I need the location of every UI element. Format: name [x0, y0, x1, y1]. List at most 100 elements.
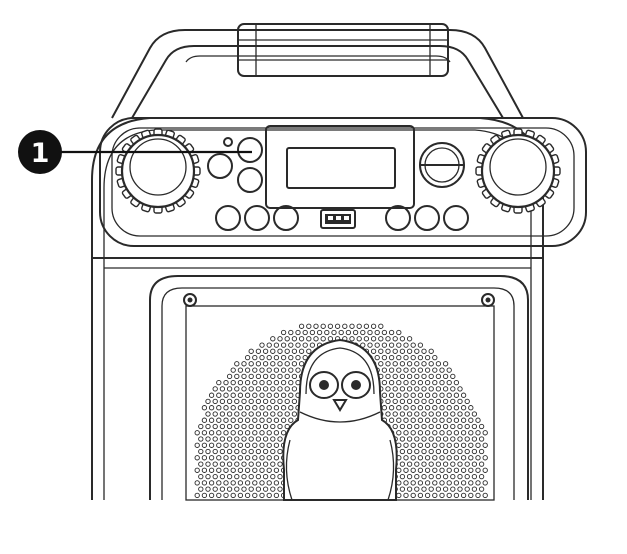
- grille-dot: [255, 361, 262, 367]
- grille-dot: [226, 411, 233, 417]
- grille-dot: [288, 367, 294, 373]
- grille-dot: [421, 436, 427, 442]
- grille-dot: [460, 442, 467, 448]
- grille-dot: [453, 467, 460, 473]
- grille-dot: [453, 442, 460, 448]
- grille-dot: [450, 473, 456, 480]
- grille-dot: [432, 392, 438, 398]
- grille-dot: [277, 423, 283, 430]
- grille-dot: [252, 405, 258, 411]
- grille-dot: [381, 392, 388, 398]
- grille-dot: [237, 467, 244, 473]
- grille-dot: [208, 480, 215, 486]
- grille-dot: [349, 323, 355, 329]
- grille-dot: [471, 411, 478, 417]
- grille-dot: [212, 398, 218, 405]
- grille-dot: [460, 467, 467, 473]
- grille-dot: [288, 329, 294, 336]
- grille-dot: [219, 461, 226, 467]
- grille-dot: [403, 417, 409, 423]
- left-volume-knob: [115, 128, 201, 214]
- grille-dot: [223, 492, 229, 499]
- grille-dot: [334, 323, 341, 329]
- grille-dot: [464, 411, 470, 417]
- grille-dot: [388, 342, 395, 348]
- grille-dot: [385, 361, 391, 367]
- grille-dot: [320, 336, 326, 342]
- grille-dot: [298, 323, 305, 329]
- grille-dot: [453, 430, 460, 436]
- grille-dot: [385, 348, 391, 354]
- grille-dot: [277, 398, 283, 405]
- grille-dot: [248, 348, 254, 354]
- grille-dot: [273, 379, 280, 386]
- grille-dot: [414, 398, 420, 405]
- grille-dot: [396, 492, 402, 499]
- grille-dot: [266, 417, 272, 423]
- grille-dot: [367, 342, 373, 348]
- grille-dot: [273, 492, 280, 499]
- grille-dot: [194, 442, 200, 448]
- grille-dot: [428, 348, 434, 354]
- grille-dot: [252, 455, 258, 461]
- grille-dot: [453, 480, 460, 486]
- grille-dot: [403, 480, 409, 486]
- grille-dot: [435, 486, 442, 492]
- grille-dot: [248, 461, 254, 467]
- grille-dot: [280, 379, 287, 386]
- grille-dot: [248, 486, 254, 492]
- grille-dot: [442, 473, 449, 480]
- grille-dot: [424, 354, 431, 361]
- grille-dot: [205, 423, 211, 430]
- grille-dot: [432, 442, 438, 448]
- grille-dot: [468, 417, 474, 423]
- grille-dot: [237, 455, 244, 461]
- grille-dot: [450, 398, 456, 405]
- grille-dot: [252, 417, 258, 423]
- grille-dot: [277, 373, 283, 380]
- grille-dot: [417, 480, 424, 486]
- grille-dot: [201, 417, 208, 423]
- grille-dot: [363, 323, 370, 329]
- grille-dot: [252, 480, 258, 486]
- grille-dot: [306, 336, 312, 342]
- grille-dot: [424, 455, 431, 461]
- grille-dot: [450, 436, 456, 442]
- grille-dot: [266, 455, 272, 461]
- grille-dot: [478, 448, 485, 455]
- grille-dot: [442, 461, 449, 467]
- grille-dot: [468, 480, 474, 486]
- grille-dot: [417, 417, 424, 423]
- grille-dot: [234, 423, 240, 430]
- grille-dot: [252, 467, 258, 473]
- grille-dot: [406, 461, 413, 467]
- grille-dot: [439, 442, 445, 448]
- grille-dot: [205, 473, 211, 480]
- grille-dot: [273, 392, 280, 398]
- grille-dot: [406, 361, 413, 367]
- grille-dot: [201, 492, 208, 499]
- grille-dot: [396, 442, 402, 448]
- grille-dot: [392, 373, 398, 380]
- grille-dot: [396, 417, 402, 423]
- grille-dot: [385, 411, 391, 417]
- grille-dot: [248, 373, 254, 380]
- grille-dot: [471, 448, 478, 455]
- grille-dot: [478, 473, 485, 480]
- grille-dot: [457, 398, 463, 405]
- grille-dot: [226, 448, 233, 455]
- grille-dot: [212, 436, 218, 442]
- grille-dot: [205, 461, 211, 467]
- grille-dot: [288, 379, 294, 386]
- grille-dot: [241, 386, 247, 392]
- grille-dot: [442, 398, 449, 405]
- grille-dot: [216, 442, 222, 448]
- grille-dot: [298, 336, 305, 342]
- grille-dot: [266, 367, 272, 373]
- grille-dot: [374, 329, 380, 336]
- grille-dot: [252, 430, 258, 436]
- grille-dot: [266, 430, 272, 436]
- grille-dot: [273, 442, 280, 448]
- grille-dot: [277, 486, 283, 492]
- grille-dot: [259, 492, 265, 499]
